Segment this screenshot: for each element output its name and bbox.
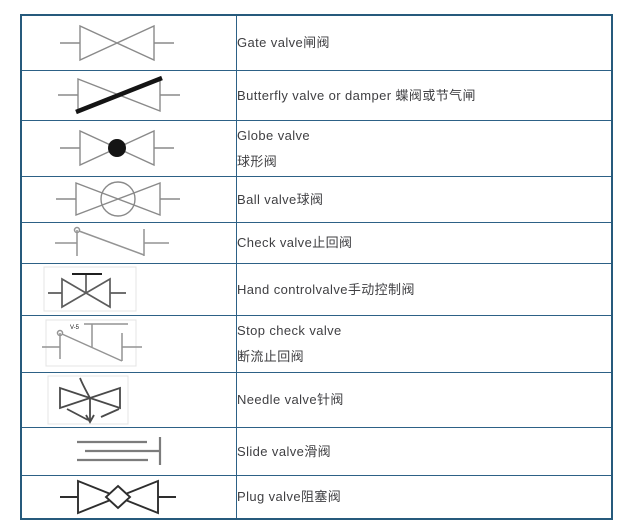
globe-valve-icon	[60, 129, 174, 167]
gate-valve-icon	[60, 24, 174, 62]
valve-label-line2: 断流止回阀	[237, 349, 305, 364]
valve-label: Butterfly valve or damper 蝶阀或节气闸	[236, 70, 613, 121]
valve-label-line1: Globe valve	[237, 127, 311, 143]
table-row: Gate valve闸阀	[20, 14, 613, 71]
hand-control-valve-symbol-cell	[20, 263, 237, 316]
plug-valve-icon	[60, 479, 176, 515]
check-valve-icon	[55, 226, 169, 256]
butterfly-valve-symbol-cell	[20, 70, 237, 121]
gate-valve-symbol-cell	[20, 14, 237, 71]
valve-label: Plug valve阻塞阀	[236, 475, 613, 520]
stop-check-valve-symbol-cell: V-5	[20, 315, 237, 373]
table-row: V-5 Stop check valve 断流止回阀	[20, 315, 613, 373]
table-row: Butterfly valve or damper 蝶阀或节气闸	[20, 70, 613, 121]
table-row: Ball valve球阀	[20, 176, 613, 223]
ball-valve-symbol-cell	[20, 176, 237, 223]
slide-valve-symbol-cell	[20, 427, 237, 476]
check-valve-symbol-cell	[20, 222, 237, 264]
valve-label: Gate valve闸阀	[236, 14, 613, 71]
valve-label: Slide valve滑阀	[236, 427, 613, 476]
table-row: Plug valve阻塞阀	[20, 475, 613, 520]
valve-label-line1: Stop check valve	[237, 323, 342, 338]
table-row: Globe valve 球形阀	[20, 120, 613, 177]
table-row: Check valve止回阀	[20, 222, 613, 264]
valve-label: Hand controlvalve手动控制阀	[236, 263, 613, 316]
table-row: Slide valve滑阀	[20, 427, 613, 476]
ball-valve-icon	[56, 181, 180, 217]
valve-label-line2: 球形阀	[237, 153, 278, 169]
globe-valve-symbol-cell	[20, 120, 237, 177]
valve-label: Globe valve 球形阀	[236, 120, 613, 177]
stop-check-valve-icon: V-5	[42, 319, 142, 367]
table-row: Needle valve针阀	[20, 372, 613, 428]
valve-label: Stop check valve 断流止回阀	[236, 315, 613, 373]
valve-label: Needle valve针阀	[236, 372, 613, 428]
table-row: Hand controlvalve手动控制阀	[20, 263, 613, 316]
valve-tag-annotation: V-5	[70, 325, 80, 331]
needle-valve-icon	[47, 375, 129, 425]
needle-valve-symbol-cell	[20, 372, 237, 428]
plug-valve-symbol-cell	[20, 475, 237, 520]
hand-control-valve-icon	[43, 266, 137, 312]
slide-valve-icon	[77, 437, 162, 465]
butterfly-valve-icon	[58, 75, 180, 115]
valve-label: Check valve止回阀	[236, 222, 613, 264]
valve-symbol-table: Gate valve闸阀 Butterfly valve or damper 蝶…	[20, 14, 613, 520]
valve-label: Ball valve球阀	[236, 176, 613, 223]
